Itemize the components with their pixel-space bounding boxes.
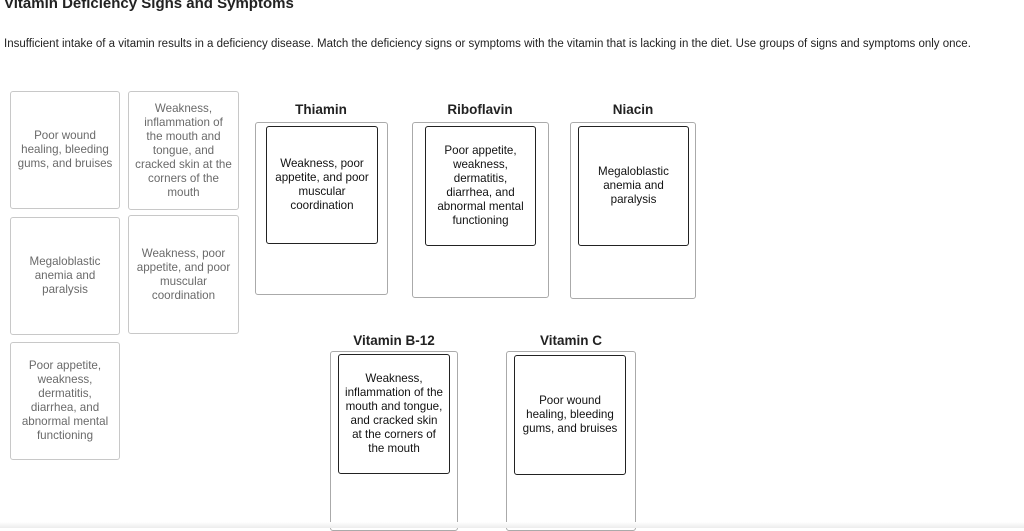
bucket-title-riboflavin: Riboflavin <box>447 102 513 117</box>
bucket-title-vitamin-c: Vitamin C <box>539 333 602 348</box>
source-card-mouth-inflammation[interactable]: Weakness, inflammation of the mouth and … <box>128 91 239 210</box>
placed-card-vitamin-c[interactable]: Poor wound healing, bleeding gums, and b… <box>514 355 626 475</box>
placed-card-vitamin-b12[interactable]: Weakness, inflammation of the mouth and … <box>338 354 450 474</box>
source-card-megaloblastic[interactable]: Megaloblastic anemia and paralysis <box>10 217 120 335</box>
placed-card-niacin[interactable]: Megaloblastic anemia and paralysis <box>578 126 689 246</box>
source-card-dermatitis[interactable]: Poor appetite, weakness, dermatitis, dia… <box>10 342 120 460</box>
source-card-poor-coordination[interactable]: Weakness, poor appetite, and poor muscul… <box>128 215 239 334</box>
footer-shade <box>0 522 1024 528</box>
placed-card-riboflavin[interactable]: Poor appetite, weakness, dermatitis, dia… <box>425 126 536 246</box>
bucket-title-thiamin: Thiamin <box>295 102 347 117</box>
source-card-wound-healing[interactable]: Poor wound healing, bleeding gums, and b… <box>10 91 120 209</box>
instructions-text: Insufficient intake of a vitamin results… <box>4 38 971 50</box>
page-title: Vitamin Deficiency Signs and Symptoms <box>4 0 294 12</box>
bucket-title-niacin: Niacin <box>612 102 654 117</box>
placed-card-thiamin[interactable]: Weakness, poor appetite, and poor muscul… <box>266 126 378 244</box>
bucket-title-vitamin-b12: Vitamin B-12 <box>353 333 435 348</box>
